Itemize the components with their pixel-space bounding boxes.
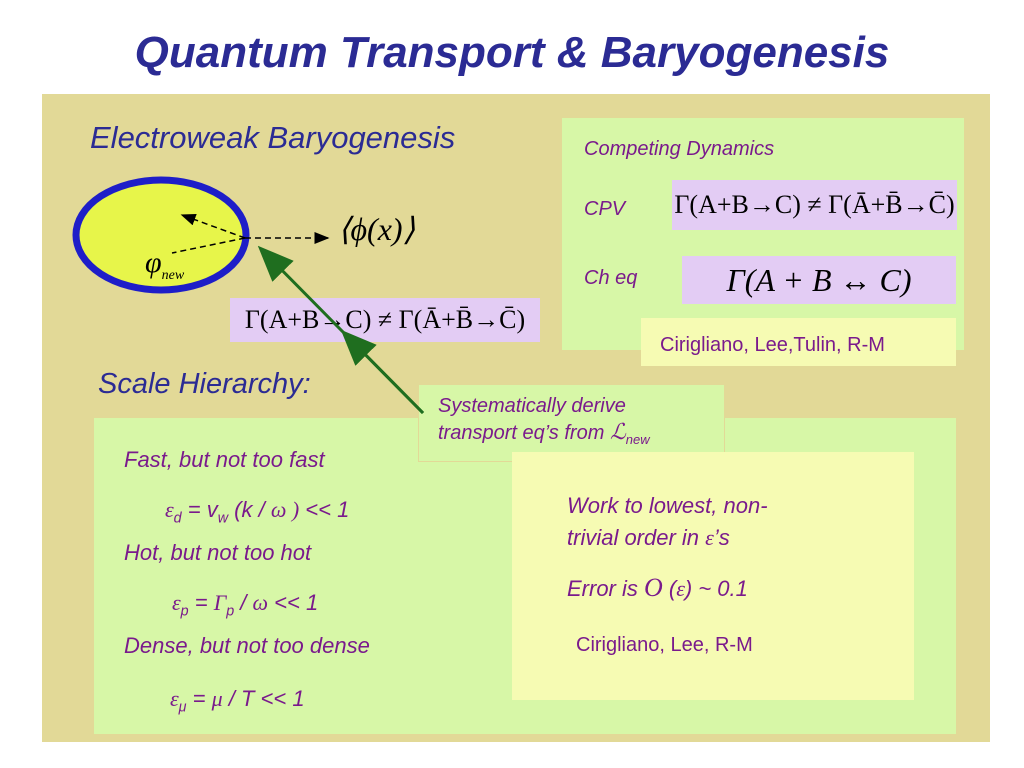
phi-symbol: φ <box>145 246 162 279</box>
competing-heading: Competing Dynamics <box>584 138 775 160</box>
dense-condition: εμ = μ / T << 1 <box>170 686 305 715</box>
lagrangian-subscript: new <box>625 432 650 447</box>
error-text: Error is O (ε) ~ 0.1 <box>567 573 748 603</box>
error-epsilon: ε <box>676 576 685 601</box>
v-w-sub: w <box>217 510 229 527</box>
work-box <box>512 452 914 700</box>
lagrangian-symbol: ℒ <box>609 419 626 444</box>
callout-box <box>418 384 725 462</box>
fast-condition: εd = vw (k / ω ) << 1 <box>165 497 349 526</box>
epsilon-mu-sub: μ <box>178 699 187 716</box>
dense-tail: / T << 1 <box>222 686 305 711</box>
epsilon-p-sub: p <box>180 603 189 620</box>
dense-mu: μ <box>211 686 223 711</box>
work-line-2-post: ’s <box>713 525 730 550</box>
error-mid: ( <box>662 576 677 601</box>
cheq-label: Ch eq <box>584 267 638 289</box>
error-post: ) ~ 0.1 <box>684 576 748 601</box>
electroweak-heading: Electroweak Baryogenesis <box>90 120 456 155</box>
slide-title: Quantum Transport & Baryogenesis <box>134 28 890 77</box>
bubble-phi-label: φnew <box>145 246 184 284</box>
phi-new-subscript: new <box>161 268 185 283</box>
fast-eq-v: = v <box>181 497 218 522</box>
epsilon-mu: ε <box>170 686 179 711</box>
hot-label: Hot, but not too hot <box>124 540 312 565</box>
hot-eq: = <box>188 590 214 615</box>
epsilon-p: ε <box>172 590 181 615</box>
fast-k: (k / <box>228 497 271 522</box>
fast-tail: << 1 <box>299 497 350 522</box>
citation-1: Cirigliano, Lee,Tulin, R-M <box>660 334 885 356</box>
error-O: O <box>644 573 663 602</box>
dense-label: Dense, but not too dense <box>124 633 370 658</box>
work-line-2: trivial order in ε’s <box>567 522 768 554</box>
hot-condition: εp = Γp / ω << 1 <box>172 590 318 619</box>
dashed-arrow-inward <box>180 213 246 239</box>
dense-eq: = <box>186 686 212 711</box>
work-epsilon: ε <box>705 525 714 550</box>
callout-text: Systematically derive transport eq’s fro… <box>438 394 650 452</box>
work-line-1: Work to lowest, non- <box>567 493 768 518</box>
callout-line-2: transport eq’s from ℒnew <box>438 419 650 452</box>
hot-omega: ω <box>252 590 269 615</box>
error-pre: Error is <box>567 576 644 601</box>
work-line-2-pre: trivial order in <box>567 525 706 550</box>
fast-omega: ω ) <box>270 497 300 522</box>
vev-expression: ⟨ϕ(x)⟩ <box>338 211 416 247</box>
scale-hierarchy-heading: Scale Hierarchy: <box>98 368 311 400</box>
bubble-diagram <box>72 176 330 294</box>
epsilon-d-sub: d <box>173 510 182 527</box>
work-text: Work to lowest, non- trivial order in ε’… <box>567 490 768 554</box>
cheq-equation: Γ(A + B ↔ C) <box>682 256 956 304</box>
hot-tail: << 1 <box>268 590 319 615</box>
citation-2: Cirigliano, Lee, R-M <box>576 634 753 656</box>
epsilon-d: ε <box>165 497 174 522</box>
dashed-line-inward <box>171 237 246 254</box>
gamma-p: Γ <box>213 590 227 615</box>
bubble-shape <box>72 176 250 294</box>
cpv-label: CPV <box>584 198 626 220</box>
competing-dynamics-box <box>562 118 964 350</box>
competing-cpv-equation: Γ(A+B→C) ≠ Γ(Ā+B̄→C̄) <box>672 180 957 230</box>
hot-slash: / <box>234 590 253 615</box>
callout-line-2-text: transport eq’s from <box>438 422 610 444</box>
ewb-cpv-equation: Γ(A+B→C) ≠ Γ(Ā+B̄→C̄) <box>230 298 540 342</box>
gamma-p-sub: p <box>226 603 235 620</box>
callout-line-1: Systematically derive <box>438 395 626 417</box>
fast-label: Fast, but not too fast <box>124 447 325 472</box>
citation-box-1 <box>641 318 956 366</box>
